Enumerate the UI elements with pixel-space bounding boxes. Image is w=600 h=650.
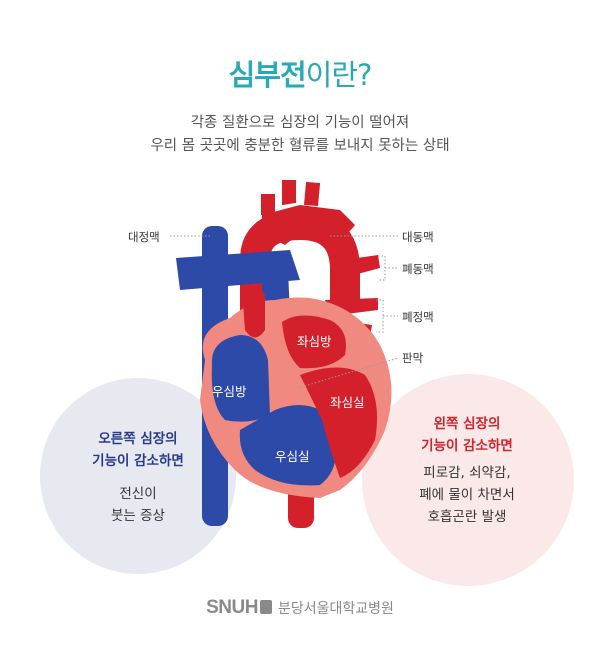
left-heart-symptom-line-3: 호흡곤란 발생 — [427, 509, 507, 525]
right-heart-heading-line-1: 오른쪽 심장의 — [98, 431, 178, 447]
logo-mark-icon — [259, 600, 272, 614]
left-heart-symptom-line-2: 폐에 물이 차면서 — [419, 487, 515, 503]
label-pulmonary-vein: 폐정맥 — [402, 310, 434, 324]
left-ventricle — [300, 367, 378, 478]
aortic-arch — [240, 209, 360, 330]
brand-logo: SNUH — [206, 597, 258, 618]
left-heart-heading-line-2: 기능이 감소하면 — [421, 438, 513, 454]
left-heart-symptom-line-1: 피로감, 쇠약감, — [423, 465, 511, 481]
title-light: 이란? — [305, 58, 373, 92]
subtitle-line-2: 우리 몸 곳곳에 충분한 혈류를 보내지 못하는 상태 — [150, 138, 450, 154]
title-bold: 심부전 — [228, 58, 307, 92]
footer-logo: SNUH 분당서울대학교병원 — [0, 597, 600, 619]
right-heart-heading-line-2: 기능이 감소하면 — [92, 453, 184, 469]
left-heart-info-circle — [362, 374, 574, 586]
left-atrium — [282, 315, 346, 369]
label-pulmonary-artery: 폐동맥 — [402, 262, 434, 276]
label-vena-cava: 대정맥 — [128, 230, 160, 244]
aortic-root — [242, 286, 265, 338]
right-atrium — [211, 335, 270, 422]
label-right-ventricle: 우심실 — [275, 449, 310, 464]
pulmonary-artery-branch — [330, 255, 380, 280]
label-right-atrium: 우심방 — [212, 384, 247, 399]
leader-pulmonary-vein — [376, 299, 384, 333]
subtitle-line-1: 각종 질환으로 심장의 기능이 떨어져 — [190, 115, 410, 131]
aorta-top-branches — [261, 180, 321, 215]
right-ventricle — [239, 405, 336, 486]
subtitle: 각종 질환으로 심장의 기능이 떨어져 우리 몸 곳곳에 충분한 혈류를 보내지… — [0, 112, 600, 158]
left-heart-heading: 왼쪽 심장의 기능이 감소하면 — [392, 413, 542, 457]
right-heart-symptoms: 전신이 붓는 증상 — [50, 483, 226, 527]
left-heart-heading-line-1: 왼쪽 심장의 — [433, 416, 501, 432]
label-aorta: 대동맥 — [402, 230, 434, 244]
label-left-ventricle: 좌심실 — [330, 395, 365, 410]
right-heart-symptom-line-1: 전신이 — [119, 486, 157, 502]
label-valve: 판막 — [402, 351, 424, 365]
left-heart-symptoms: 피로감, 쇠약감, 폐에 물이 차면서 호흡곤란 발생 — [392, 462, 542, 528]
hospital-name: 분당서울대학교병원 — [277, 601, 394, 617]
page-title: 심부전이란? — [0, 52, 600, 94]
right-heart-symptom-line-2: 붓는 증상 — [111, 508, 165, 524]
label-left-atrium: 좌심방 — [297, 334, 332, 349]
right-heart-heading: 오른쪽 심장의 기능이 감소하면 — [50, 428, 226, 472]
